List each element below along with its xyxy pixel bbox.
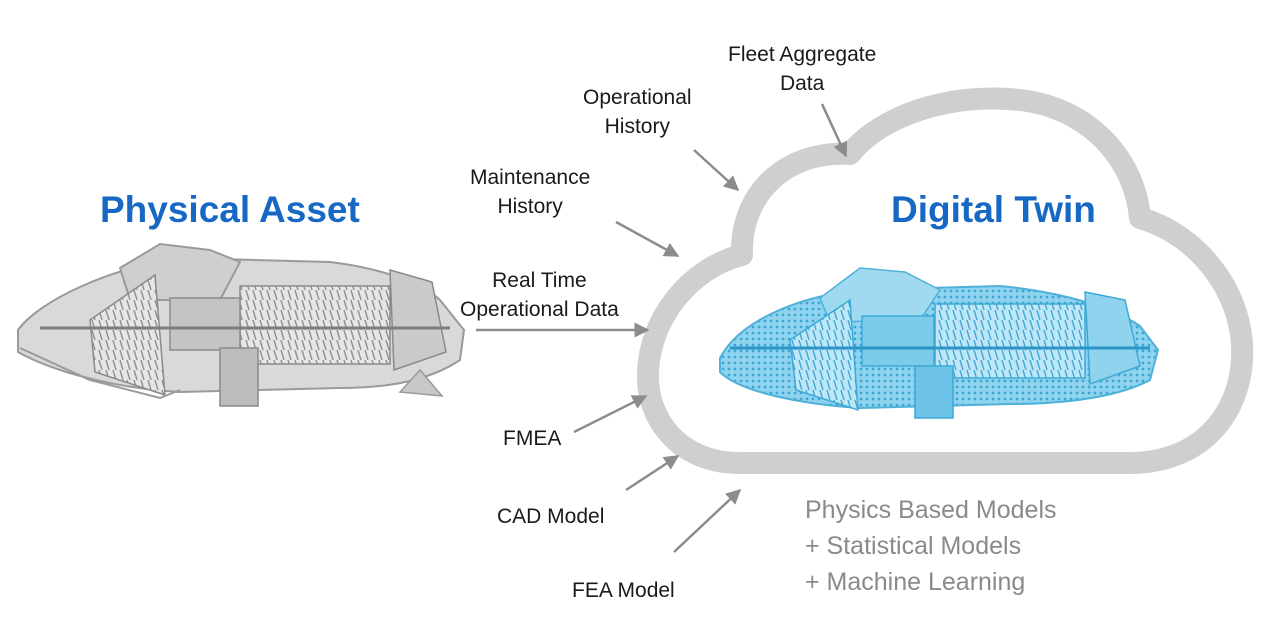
label-maintenance-history: Maintenance History bbox=[470, 166, 591, 218]
label-fmea: FMEA bbox=[503, 427, 562, 450]
label-real-time-operational-data: Real Time Operational Data bbox=[460, 269, 619, 321]
arrow-fleet-aggregate bbox=[820, 103, 848, 158]
models-line-statistical: + Statistical Models bbox=[805, 532, 1022, 560]
models-list: Physics Based Models + Statistical Model… bbox=[805, 492, 1057, 600]
arrow-fmea bbox=[573, 394, 648, 434]
digital-twin-engine-illustration bbox=[719, 267, 1160, 419]
arrow-fea-model bbox=[673, 488, 742, 553]
label-operational-history: Operational History bbox=[583, 86, 692, 138]
models-line-machine-learning: + Machine Learning bbox=[805, 568, 1026, 596]
input-arrows bbox=[476, 103, 848, 553]
physical-asset-title: Physical Asset bbox=[100, 189, 360, 230]
label-fea-model: FEA Model bbox=[572, 579, 675, 602]
label-cad-model: CAD Model bbox=[497, 505, 605, 528]
arrow-operational-history bbox=[693, 149, 740, 192]
label-fleet-aggregate-data: Fleet Aggregate Data bbox=[728, 43, 877, 95]
cloud-outline bbox=[636, 87, 1254, 474]
models-line-physics: Physics Based Models bbox=[805, 496, 1057, 524]
physical-engine-illustration bbox=[17, 242, 466, 407]
arrow-maintenance-history bbox=[615, 220, 680, 258]
arrow-cad-model bbox=[625, 454, 680, 492]
digital-twin-title: Digital Twin bbox=[891, 189, 1096, 230]
